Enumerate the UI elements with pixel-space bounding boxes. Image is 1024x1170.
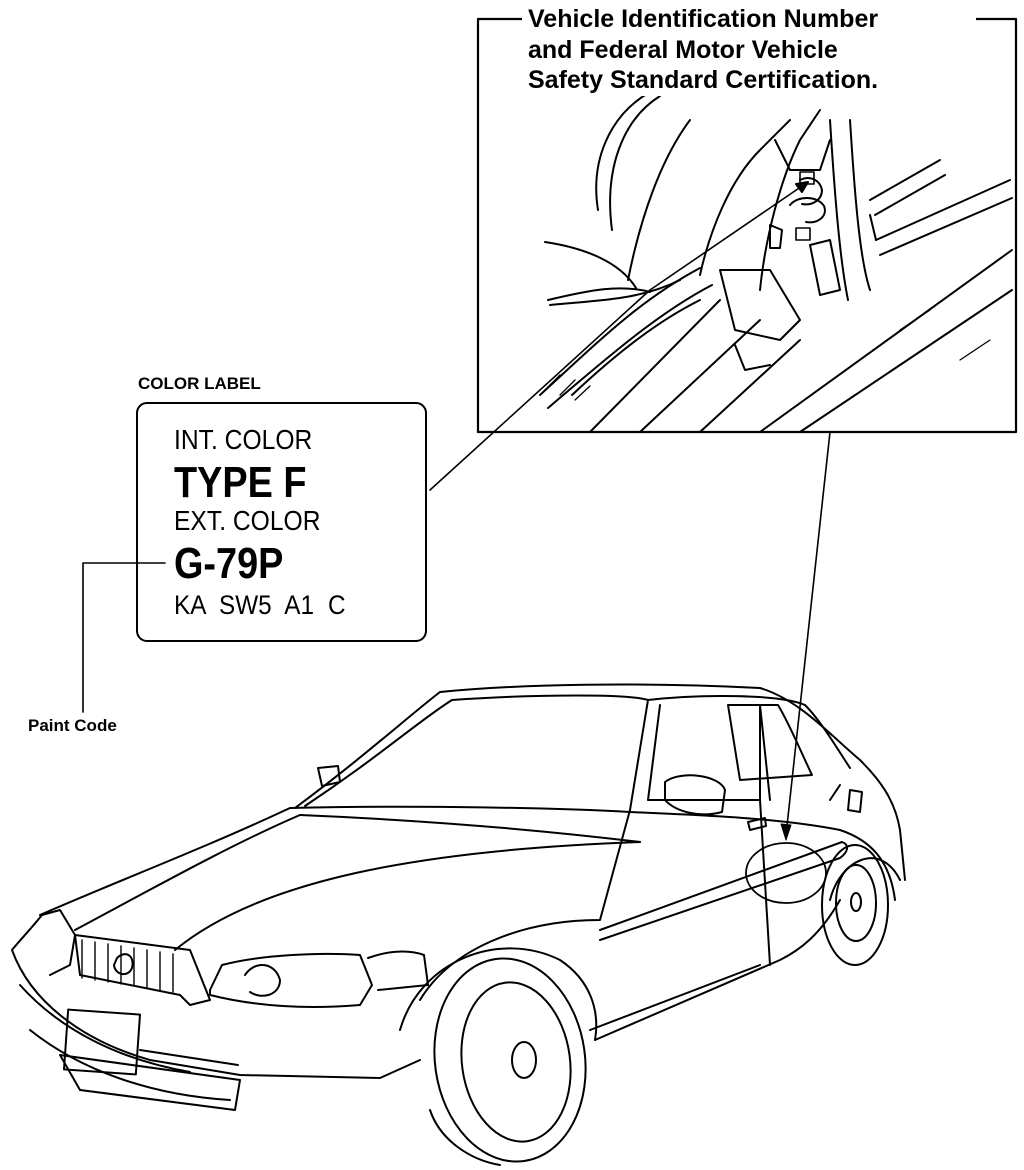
- color-label-box: [136, 402, 427, 642]
- vin-callout-title: Vehicle Identification Number and Federa…: [522, 4, 976, 96]
- door-jamb-detail: [476, 17, 1018, 434]
- int-color-value: TYPE F: [174, 458, 307, 507]
- int-color-caption: INT. COLOR: [174, 424, 313, 455]
- vin-location-circle: [745, 842, 827, 904]
- jamb-to-car-arrowhead: [780, 823, 792, 841]
- sedan-outline: [11, 683, 906, 1166]
- label-leader-line: [429, 289, 651, 491]
- paint-code-leader-line: [82, 562, 166, 713]
- paint-code-callout: Paint Code: [28, 716, 117, 735]
- vin-callout-line-1: Vehicle Identification Number: [528, 5, 879, 33]
- color-label-heading: COLOR LABEL: [138, 374, 261, 393]
- ext-color-caption: EXT. COLOR: [174, 505, 321, 536]
- paint-code-value: G-79P: [174, 539, 284, 588]
- vin-callout-line-2: and Federal Motor Vehicle: [528, 35, 838, 64]
- extra-codes: KA SW5 A1 C: [174, 590, 346, 620]
- jamb-to-car-arrow-line: [785, 431, 831, 836]
- vin-callout-line-3: Safety Standard Certification.: [528, 66, 879, 94]
